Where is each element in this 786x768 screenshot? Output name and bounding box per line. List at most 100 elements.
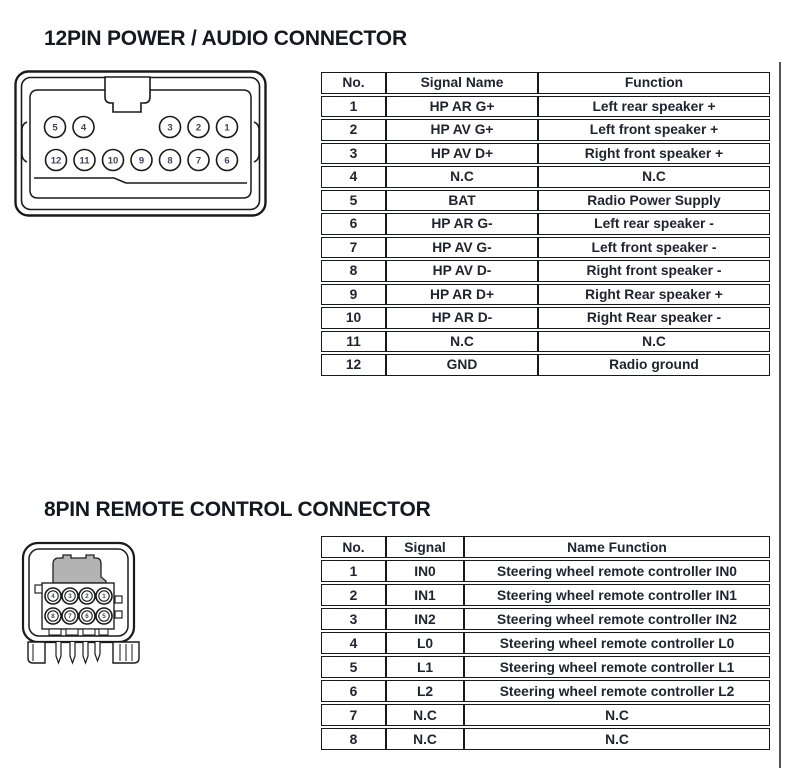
function-cell: N.C (464, 704, 770, 726)
function-cell: Right Rear speaker - (538, 307, 770, 329)
pin-number-label: 6 (224, 155, 229, 166)
pin-number-cell: 6 (321, 213, 386, 235)
prong-1 (55, 642, 62, 665)
function-cell: Steering wheel remote controller L1 (464, 656, 770, 678)
pin-number-cell: 6 (321, 680, 386, 702)
pin-number-cell: 2 (321, 119, 386, 141)
pin-inner-circle (98, 610, 110, 622)
signal-cell: HP AV G- (386, 236, 538, 258)
signal-cell: HP AV G+ (386, 119, 538, 141)
column-header: Name Function (464, 536, 770, 558)
pin-inner-circle (81, 610, 93, 622)
function-cell: Steering wheel remote controller IN2 (464, 608, 770, 630)
section-title-12pin-power-audio: 12PIN POWER / AUDIO CONNECTOR (44, 27, 407, 51)
signal-cell: N.C (386, 166, 538, 188)
pin-number-cell: 4 (321, 632, 386, 654)
pin-circle (187, 148, 210, 172)
function-cell: Radio Power Supply (538, 189, 770, 211)
pin-inner-circle (64, 610, 76, 622)
pin-number-cell: 3 (321, 142, 386, 164)
pin-number-label: 12 (51, 155, 62, 166)
pin-number-cell: 4 (321, 166, 386, 188)
pin-number-cell: 5 (321, 656, 386, 678)
pin-number-label: 7 (68, 613, 72, 620)
signal-cell: IN2 (386, 608, 464, 630)
function-cell: Right front speaker - (538, 260, 770, 282)
function-cell: Steering wheel remote controller L2 (464, 680, 770, 702)
connector-outer-shell (14, 70, 267, 217)
pin-number-label: 3 (167, 122, 172, 133)
key-tab (104, 76, 151, 113)
pin-circle (187, 115, 210, 139)
pin-inner-circle (47, 610, 59, 622)
pin-circle (130, 148, 153, 172)
function-cell: Radio ground (538, 354, 770, 376)
left-key-bump (34, 584, 43, 594)
pin-circle (73, 148, 96, 172)
pin-number-label: 8 (51, 613, 55, 620)
pin-number-cell: 7 (321, 236, 386, 258)
column-header: No. (321, 72, 386, 94)
pin-number-label: 1 (224, 122, 230, 133)
right-latch-upper (114, 595, 123, 604)
pin-number-label: 2 (85, 593, 89, 600)
pin-number-label: 9 (139, 155, 144, 166)
function-cell: Left front speaker - (538, 236, 770, 258)
signal-cell: N.C (386, 704, 464, 726)
pin-circle (215, 148, 239, 172)
column-header: Signal (386, 536, 464, 558)
pin-circle (44, 148, 68, 172)
pin-number-label: 11 (79, 155, 90, 166)
pin-inner-circle (81, 590, 93, 602)
signal-cell: N.C (386, 728, 464, 750)
pin-number-cell: 3 (321, 608, 386, 630)
signal-cell: HP AR G+ (386, 95, 538, 117)
pin-number-cell: 1 (321, 560, 386, 582)
signal-cell: L1 (386, 656, 464, 678)
section-title-8pin-remote: 8PIN REMOTE CONTROL CONNECTOR (44, 498, 431, 522)
function-cell: Left rear speaker - (538, 213, 770, 235)
left-wall-notch (21, 121, 28, 163)
pin-number-cell: 7 (321, 704, 386, 726)
cavity-bottom-ledge (34, 177, 247, 184)
prong-4 (94, 642, 101, 663)
pin-number-label: 4 (81, 122, 87, 133)
pin-number-cell: 1 (321, 95, 386, 117)
pin-circle (215, 115, 239, 139)
function-cell: Steering wheel remote controller IN1 (464, 584, 770, 606)
pin-number-cell: 12 (321, 354, 386, 376)
function-cell: Right Rear speaker + (538, 283, 770, 305)
function-cell: Steering wheel remote controller L0 (464, 632, 770, 654)
signal-cell: GND (386, 354, 538, 376)
signal-cell: L0 (386, 632, 464, 654)
signal-cell: IN0 (386, 560, 464, 582)
signal-cell: N.C (386, 330, 538, 352)
function-cell: N.C (464, 728, 770, 750)
connector-inner-shell (28, 548, 129, 637)
pin-number-cell: 8 (321, 260, 386, 282)
function-cell: Left front speaker + (538, 119, 770, 141)
pin-inner-circle (64, 590, 76, 602)
signal-cell: L2 (386, 680, 464, 702)
